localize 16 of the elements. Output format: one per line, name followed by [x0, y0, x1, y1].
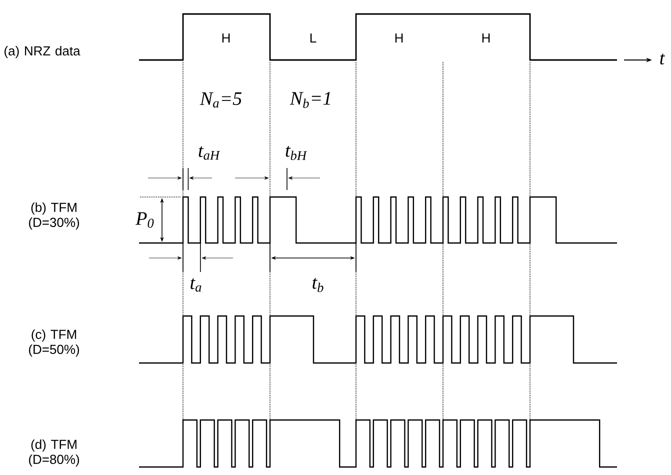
- bit-label: H: [222, 34, 230, 42]
- bit-label: L: [310, 34, 316, 42]
- signal-label: (c) TFM (D=50%): [28, 329, 80, 357]
- signal-label: (b) TFM (D=30%): [28, 202, 80, 230]
- signal-label: (d) TFM (D=80%): [28, 439, 80, 467]
- formula-label: t$_{b}$: [312, 278, 324, 292]
- formula-label: N$_{b}$=1: [290, 92, 330, 108]
- bit-label: H: [482, 34, 490, 42]
- formula-label: N$_{a}$=5: [200, 92, 242, 108]
- formula-label: t$_{a}$: [190, 278, 202, 292]
- formula-label: t$_{bH}$: [286, 146, 308, 160]
- bit-label: H: [395, 34, 403, 42]
- formula-label: P$_{0}$: [136, 212, 154, 228]
- formula-label: t$_{aH}$: [198, 146, 220, 160]
- axis-label: t: [660, 54, 666, 64]
- signal-label: (a) NRZ data: [4, 46, 80, 58]
